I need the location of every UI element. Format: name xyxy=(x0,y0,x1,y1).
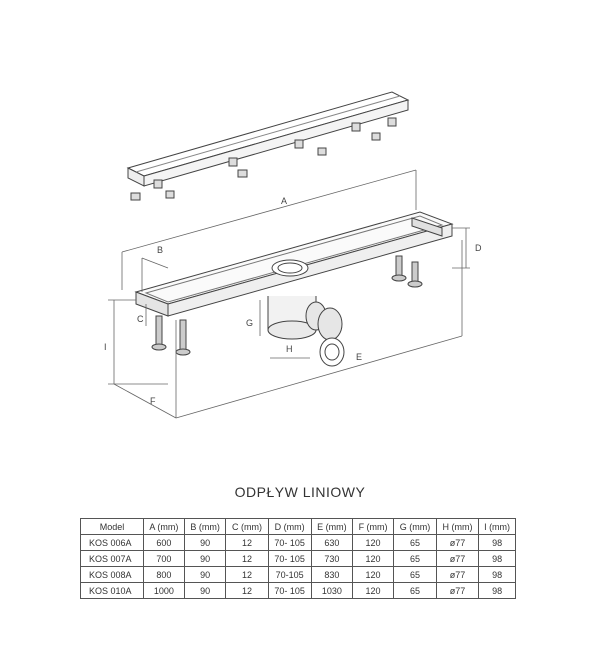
table-cell: ø77 xyxy=(435,566,480,583)
dim-label-f: F xyxy=(150,396,156,406)
drain-technical-drawing: A B C D E F G H I xyxy=(104,91,482,419)
header-cell: H (mm) xyxy=(435,518,480,535)
table-cell: ø77 xyxy=(435,534,480,551)
table-row: KOS 010A 1000 90 12 70- 105 1030 120 65 … xyxy=(80,582,516,599)
drain-channel xyxy=(134,211,454,317)
dim-label-h: H xyxy=(286,344,293,354)
header-cell: B (mm) xyxy=(183,518,227,535)
dim-label-g: G xyxy=(246,318,253,328)
table-row: KOS 007A 700 90 12 70- 105 730 120 65 ø7… xyxy=(80,550,516,567)
table-cell: 70- 105 xyxy=(267,582,312,599)
mounting-clips xyxy=(130,117,397,201)
table-cell: 65 xyxy=(393,582,437,599)
dim-label-e: E xyxy=(356,352,362,362)
table-cell: KOS 007A xyxy=(80,550,144,567)
table-cell: 70-105 xyxy=(267,566,312,583)
table-cell: 90 xyxy=(183,582,227,599)
dim-label-d: D xyxy=(475,243,482,253)
dimension-lines xyxy=(108,169,470,419)
table-cell: 65 xyxy=(393,566,437,583)
dim-label-a: A xyxy=(281,196,287,206)
table-cell: 1030 xyxy=(310,582,354,599)
table-cell: ø77 xyxy=(435,582,480,599)
table-cell: 1000 xyxy=(143,582,185,599)
table-cell: 65 xyxy=(393,534,437,551)
dim-label-i: I xyxy=(104,342,107,352)
table-cell: KOS 008A xyxy=(80,566,144,583)
header-cell: C (mm) xyxy=(225,518,269,535)
header-cell: G (mm) xyxy=(393,518,437,535)
table-cell: 120 xyxy=(352,550,394,567)
header-cell: E (mm) xyxy=(310,518,354,535)
table-cell: 12 xyxy=(225,582,269,599)
header-cell: F (mm) xyxy=(352,518,394,535)
table-cell: 830 xyxy=(310,566,354,583)
table-cell: 90 xyxy=(183,534,227,551)
table-cell: 800 xyxy=(143,566,185,583)
table-cell: 90 xyxy=(183,550,227,567)
page-title: ODPŁYW LINIOWY xyxy=(234,484,366,500)
table-cell: 98 xyxy=(478,534,516,551)
header-cell: D (mm) xyxy=(267,518,312,535)
table-cell: KOS 006A xyxy=(80,534,144,551)
table-cell: 630 xyxy=(310,534,354,551)
table-cell: 70- 105 xyxy=(267,550,312,567)
table-cell: 120 xyxy=(352,566,394,583)
table-cell: 730 xyxy=(310,550,354,567)
dim-label-b: B xyxy=(157,245,163,255)
table-cell: 12 xyxy=(225,550,269,567)
table-cell: 70- 105 xyxy=(267,534,312,551)
table-cell: 120 xyxy=(352,534,394,551)
table-cell: 12 xyxy=(225,534,269,551)
table-cell: 600 xyxy=(143,534,185,551)
grate-frame xyxy=(126,91,410,187)
header-cell: Model xyxy=(80,518,144,535)
table-header-row: Model A (mm) B (mm) C (mm) D (mm) E (mm)… xyxy=(80,518,516,535)
header-cell: I (mm) xyxy=(478,518,516,535)
table-cell: 98 xyxy=(478,550,516,567)
header-cell: A (mm) xyxy=(143,518,185,535)
table-cell: 12 xyxy=(225,566,269,583)
table-row: KOS 008A 800 90 12 70-105 830 120 65 ø77… xyxy=(80,566,516,583)
dim-label-c: C xyxy=(137,314,144,324)
table-cell: 90 xyxy=(183,566,227,583)
siphon-outlet xyxy=(267,296,345,367)
dimensions-table: Model A (mm) B (mm) C (mm) D (mm) E (mm)… xyxy=(80,518,516,599)
table-cell: 120 xyxy=(352,582,394,599)
table-cell: 700 xyxy=(143,550,185,567)
table-cell: 98 xyxy=(478,566,516,583)
table-cell: 98 xyxy=(478,582,516,599)
table-cell: KOS 010A xyxy=(80,582,144,599)
table-cell: 65 xyxy=(393,550,437,567)
table-row: KOS 006A 600 90 12 70- 105 630 120 65 ø7… xyxy=(80,534,516,551)
adjustable-feet xyxy=(151,255,423,356)
table-cell: ø77 xyxy=(435,550,480,567)
